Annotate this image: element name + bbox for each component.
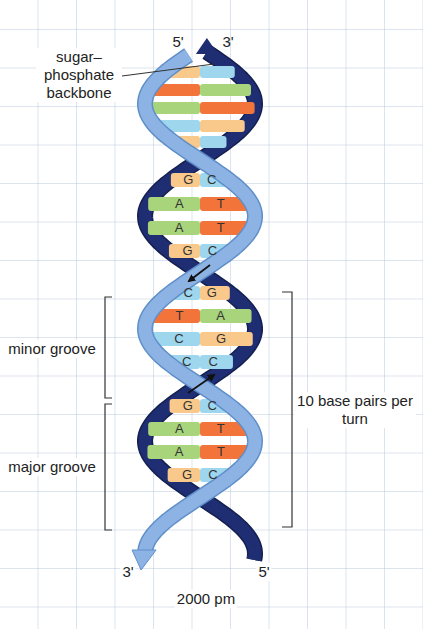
base-letter: C <box>182 355 191 369</box>
base-bar <box>170 399 200 413</box>
double-helix <box>132 38 255 570</box>
base-letter: C <box>174 332 183 346</box>
backbone-label: sugar– phosphate backbone <box>36 48 122 102</box>
strand-end: 5' <box>256 563 271 581</box>
minor-groove-bracket <box>105 297 112 398</box>
strand-end: 5' <box>172 33 183 51</box>
base-letter: C <box>183 286 192 300</box>
base-letter: A <box>175 221 184 235</box>
base-letter: G <box>216 332 226 346</box>
major-groove-bracket <box>105 404 112 530</box>
base-bar <box>148 197 200 211</box>
brackets <box>105 292 292 530</box>
base-letter: C <box>208 355 217 369</box>
base-bar <box>147 445 200 459</box>
base-letter: A <box>175 422 184 436</box>
back-strand <box>145 52 255 560</box>
groove-label: major groove <box>6 458 98 476</box>
base-bar <box>171 173 200 187</box>
base-letter: T <box>217 221 225 235</box>
base-letter: C <box>207 173 216 187</box>
base-letter: C <box>207 399 216 413</box>
base-letter: T <box>217 445 225 459</box>
turn-label: 10 base pairs per turn <box>294 392 416 428</box>
base-letter: G <box>207 286 217 300</box>
front-strand-head <box>132 550 156 570</box>
base-letter: T <box>217 422 225 436</box>
base-bar <box>200 84 251 96</box>
base-letter: G <box>182 468 192 482</box>
base-bar <box>148 422 200 436</box>
strand-end: 3' <box>222 33 233 51</box>
direction-arrow <box>188 375 214 393</box>
base-bar <box>200 66 235 78</box>
strand-end: 3' <box>120 563 135 581</box>
base-bar <box>200 120 245 132</box>
base-bar <box>148 221 200 235</box>
base-letter: G <box>183 173 193 187</box>
scale-label: 2000 pm <box>175 590 237 608</box>
base-bar <box>169 244 200 258</box>
base-letter: G <box>183 399 193 413</box>
base-letter: A <box>216 309 225 323</box>
back-strand-edge <box>145 52 255 560</box>
base-letter: A <box>175 445 184 459</box>
base-bar <box>200 102 255 114</box>
base-letter: T <box>175 309 183 323</box>
base-bar <box>200 309 252 323</box>
base-letter: G <box>183 244 193 258</box>
back-strand-head <box>196 38 218 54</box>
base-letter: C <box>208 468 217 482</box>
front-strand <box>145 55 255 551</box>
base-bar <box>200 355 233 369</box>
front-strand-edge <box>145 55 255 551</box>
base-letter: T <box>217 197 225 211</box>
leader-line <box>122 64 214 76</box>
base-bar <box>200 286 230 300</box>
base-bar <box>200 136 226 148</box>
base-letter: C <box>208 244 217 258</box>
turn-bracket <box>282 292 292 527</box>
groove-label: minor groove <box>6 340 98 358</box>
base-letter: A <box>175 197 184 211</box>
base-bar <box>200 332 253 346</box>
base-bar <box>168 468 200 482</box>
direction-arrow <box>189 265 210 281</box>
